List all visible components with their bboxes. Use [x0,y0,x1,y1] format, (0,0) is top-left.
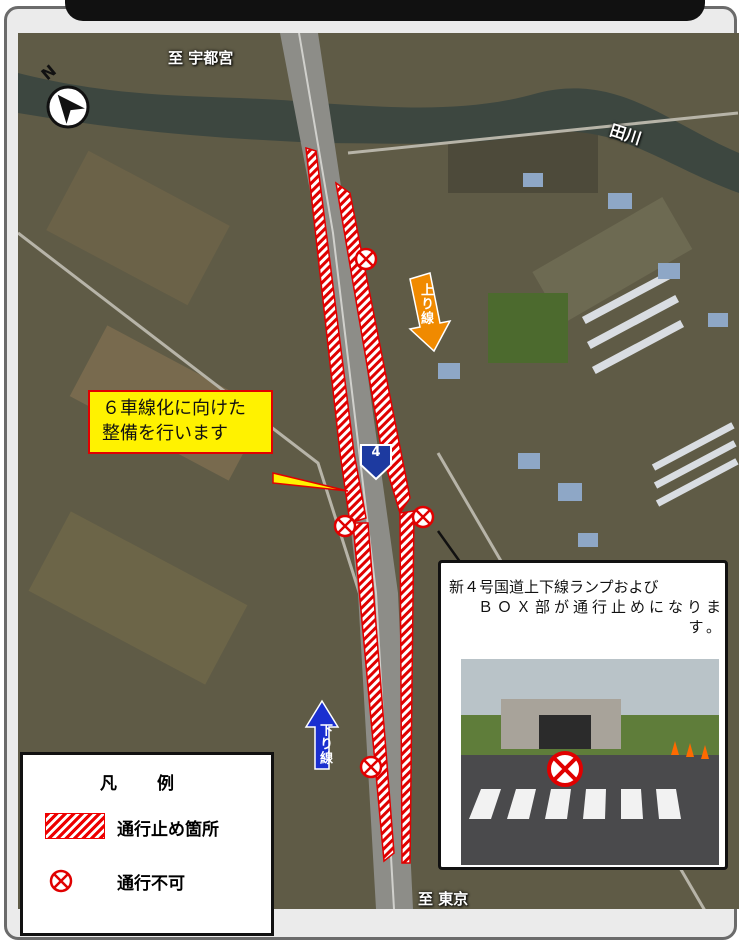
photo-callout-text: 新４号国道上下線ランプおよび ＢＯＸ部が通行止めになります。 [449,577,725,637]
up-line-label: 上り線 [418,283,433,325]
no-entry-icon [359,755,383,779]
no-entry-icon [333,514,357,538]
down-line-arrow-icon [304,699,340,770]
callout-line1: ６車線化に向けた [102,398,246,419]
route-shield-number: 4 [371,445,381,460]
no-entry-icon [354,247,378,271]
no-entry-icon [49,869,73,893]
no-entry-icon [411,505,435,529]
underpass-photo [461,659,719,865]
route-shield-icon [360,444,392,481]
up-line-arrow-icon [408,272,452,353]
down-line-label: 下り線 [317,723,332,765]
legend-title: 凡例 [100,774,214,794]
closure-hatch-swatch [45,813,105,839]
title-bar [65,0,705,21]
photo-callout: 新４号国道上下線ランプおよび ＢＯＸ部が通行止めになります。 [438,560,728,870]
callout-line2: 整備を行います [102,423,228,444]
compass-icon [46,85,90,129]
construction-callout: ６車線化に向けた 整備を行います [88,390,273,454]
legend-item-no-entry: 通行不可 [45,867,185,897]
no-entry-icon [547,751,583,787]
map-legend: 凡例 通行止め箇所 通行不可 [20,752,274,936]
photo-callout-line2: ＢＯＸ部が通行止めになります。 [477,598,725,636]
legend-item-label: 通行止め箇所 [117,820,219,840]
legend-item-label: 通行不可 [117,874,185,894]
destination-south-label: 至 東京 [418,890,469,908]
photo-callout-line1: 新４号国道上下線ランプおよび [449,578,659,596]
destination-north-label: 至 宇都宮 [168,49,234,67]
